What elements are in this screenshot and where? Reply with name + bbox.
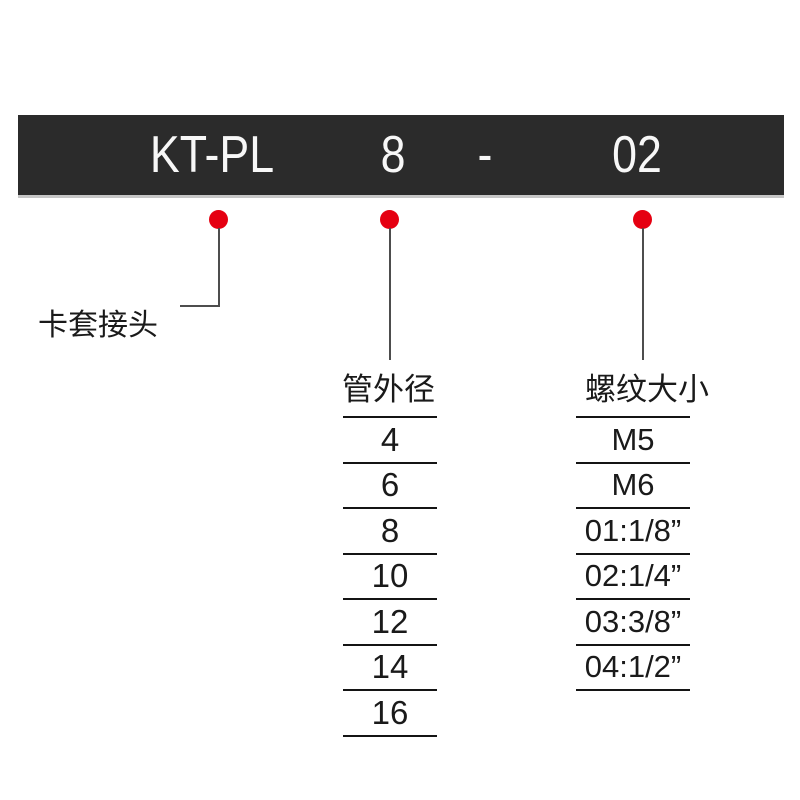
model-size-code: 8 — [380, 126, 406, 184]
thread-size-row: 01:1/8” — [576, 509, 690, 555]
leader-line-series-horizontal — [180, 305, 220, 307]
tube-od-header: 管外径 — [342, 372, 435, 407]
thread-size-row: M5 — [576, 418, 690, 464]
thread-size-row: M6 — [576, 464, 690, 509]
thread-size-row: 02:1/4” — [576, 555, 690, 600]
tube-od-row: 4 — [343, 418, 437, 464]
thread-size-row: 04:1/2” — [576, 646, 690, 691]
leader-line-series-vertical — [218, 228, 220, 307]
model-series-code: KT-PL — [149, 126, 275, 184]
callout-dot-series — [209, 210, 228, 229]
callout-dot-tube-od — [380, 210, 399, 229]
thread-size-header: 螺纹大小 — [585, 372, 709, 407]
tube-od-row: 14 — [343, 646, 437, 691]
leader-line-tube-od — [389, 228, 391, 360]
tube-od-row: 10 — [343, 555, 437, 600]
tube-od-row: 12 — [343, 600, 437, 646]
series-type-label: 卡套接头 — [38, 309, 158, 342]
leader-line-thread-size — [642, 228, 644, 360]
model-code-banner: KT-PL 8 - 02 — [18, 115, 784, 198]
tube-od-row: 16 — [343, 691, 437, 737]
model-thread-code: 02 — [612, 126, 662, 184]
model-code-separator: - — [477, 126, 493, 184]
thread-size-row: 03:3/8” — [576, 600, 690, 646]
tube-od-row: 8 — [343, 509, 437, 555]
callout-dot-thread-size — [633, 210, 652, 229]
tube-od-row: 6 — [343, 464, 437, 509]
